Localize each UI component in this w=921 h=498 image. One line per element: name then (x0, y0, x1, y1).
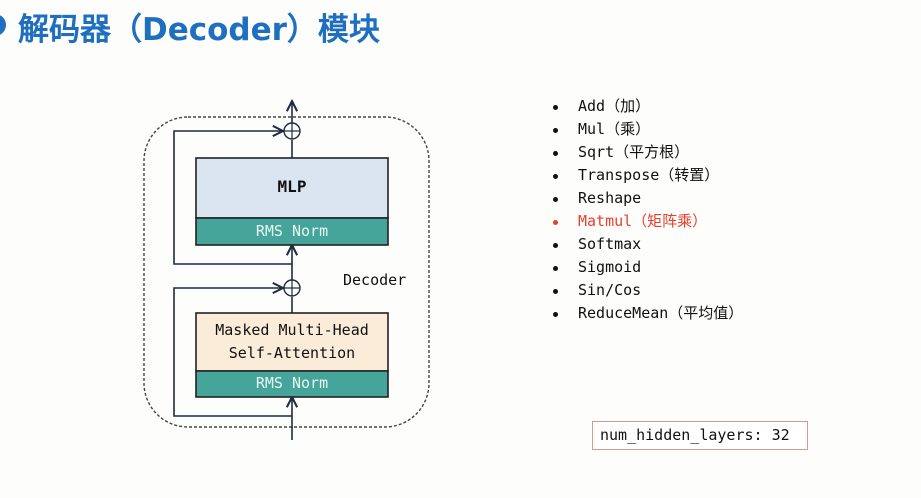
operator-label: Mul（乘） (578, 120, 651, 138)
bullet-icon (553, 151, 558, 156)
operator-item-reducemean: ReduceMean（平均值） (552, 302, 743, 325)
bullet-icon (553, 266, 558, 271)
operator-label: Transpose（转置） (578, 166, 720, 184)
attention-label-line1: Masked Multi-Head (215, 321, 369, 339)
bullet-icon (553, 174, 558, 179)
bullet-icon (553, 243, 558, 248)
decoder-container (143, 116, 430, 428)
operator-item-sigmoid: Sigmoid (552, 256, 743, 279)
bullet-icon (553, 289, 558, 294)
bullet-icon (553, 128, 558, 133)
residual-add-lower-icon (283, 279, 301, 297)
mlp-rms-norm-block (195, 217, 389, 246)
operator-item-mul: Mul（乘） (552, 118, 743, 141)
operator-item-sincos: Sin/Cos (552, 279, 743, 302)
operator-label: Sqrt（平方根） (578, 143, 690, 161)
operator-item-add: Add（加） (552, 95, 743, 118)
mlp-block (195, 157, 389, 219)
operator-label: Reshape (578, 189, 642, 207)
residual-connection-upper (173, 131, 292, 265)
operator-list: Add（加） Mul（乘） Sqrt（平方根） Transpose（转置） Re… (552, 95, 743, 325)
mlp-label: MLP (277, 177, 307, 196)
bullet-icon (553, 105, 558, 110)
operator-label: Add（加） (578, 97, 651, 115)
attention-rms-norm-block (195, 370, 389, 398)
bullet-icon (553, 220, 558, 225)
title-bullet-icon (0, 14, 6, 36)
operator-item-softmax: Softmax (552, 233, 743, 256)
operator-label: Matmul（矩阵乘） (578, 212, 708, 230)
operator-item-transpose: Transpose（转置） (552, 164, 743, 187)
operator-label: Sin/Cos (578, 281, 642, 299)
operator-item-reshape: Reshape (552, 187, 743, 210)
mlp-norm-label: RMS Norm (255, 222, 329, 240)
page-title: 解码器（Decoder）模块 (18, 12, 380, 48)
operator-label: Sigmoid (578, 258, 642, 276)
operator-item-matmul: Matmul（矩阵乘） (552, 210, 743, 233)
attention-block (195, 312, 389, 372)
decoder-label: Decoder (343, 271, 407, 289)
operator-label: Softmax (578, 235, 642, 253)
bullet-icon (553, 197, 558, 202)
residual-add-upper-icon (283, 122, 301, 140)
bullet-icon (553, 312, 558, 317)
attention-label: Masked Multi-Head Self-Attention (196, 319, 388, 365)
operator-label: ReduceMean（平均值） (578, 304, 744, 322)
num-hidden-layers-box: num_hidden_layers: 32 (592, 421, 808, 450)
residual-connection-lower (173, 288, 292, 417)
attention-label-line2: Self-Attention (228, 344, 356, 362)
attention-norm-label: RMS Norm (255, 374, 329, 392)
operator-item-sqrt: Sqrt（平方根） (552, 141, 743, 164)
